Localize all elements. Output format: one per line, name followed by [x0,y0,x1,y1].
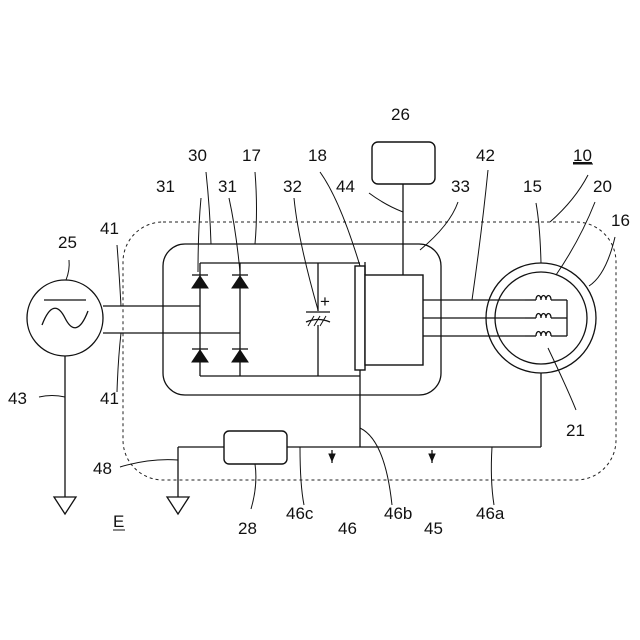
label-15: 15 [523,177,542,196]
label-20: 20 [593,177,612,196]
diode-lower-right [232,350,248,362]
inverter-module-33 [365,275,423,365]
label-31-right: 31 [218,177,237,196]
label-32: 32 [283,177,302,196]
label-16: 16 [611,211,630,230]
leader-lines [39,170,615,509]
impedance-element-28 [224,431,287,464]
label-43: 43 [8,389,27,408]
label-17: 17 [242,146,261,165]
label-E: E [113,512,124,531]
label-41-top: 41 [100,219,119,238]
diode-upper-right [232,276,248,288]
label-18: 18 [308,146,327,165]
rectifier-bridge-30 [192,263,360,376]
label-28: 28 [238,519,257,538]
label-48: 48 [93,459,112,478]
label-46a: 46a [476,504,505,523]
label-10: 10 [573,146,592,165]
label-42: 42 [476,146,495,165]
label-46b: 46b [384,504,412,523]
controller-26 [372,142,435,184]
ground-symbol-left [54,497,76,514]
capacitor-polarity: + [320,292,330,311]
label-44: 44 [336,177,355,196]
label-31-left: 31 [156,177,175,196]
label-30: 30 [188,146,207,165]
label-46: 46 [338,519,357,538]
shield-plate-18 [355,266,365,370]
diode-lower-left [192,350,208,362]
label-41-bottom: 41 [100,389,119,408]
ac-power-source-25 [27,280,103,356]
ground-symbol-right [167,497,189,514]
diode-upper-left [192,276,208,288]
label-21: 21 [566,421,585,440]
label-45: 45 [424,519,443,538]
label-26: 26 [391,105,410,124]
label-25: 25 [58,233,77,252]
label-33: 33 [451,177,470,196]
label-46c: 46c [286,504,314,523]
